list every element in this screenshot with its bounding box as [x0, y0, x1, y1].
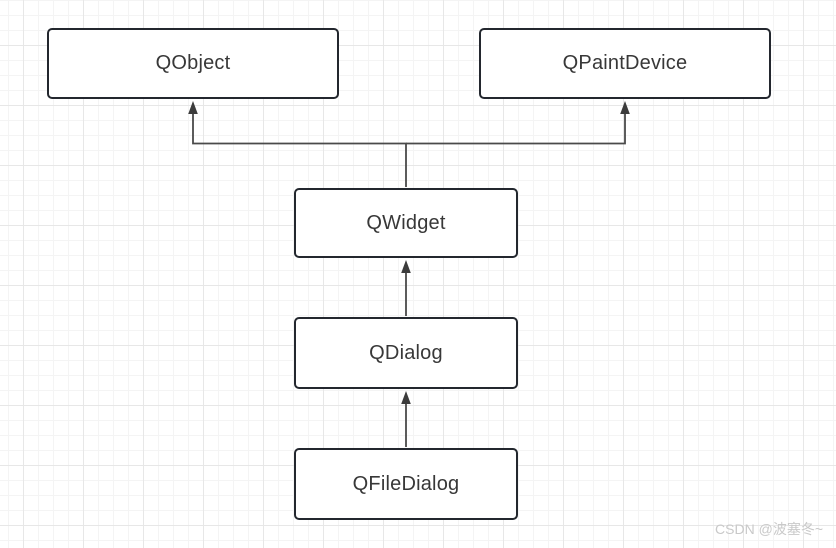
arrowhead-qobject [188, 101, 198, 114]
csdn-watermark: CSDN @波塞冬~ [715, 521, 823, 537]
node-qdialog-label: QDialog [369, 341, 443, 364]
edge-qwidget-to-qpaintdevice [406, 101, 630, 145]
node-qwidget: QWidget [294, 188, 518, 258]
node-qpaintdevice-label: QPaintDevice [562, 52, 688, 74]
arrowhead-qwidget [401, 260, 411, 273]
arrowhead-qpaintdevice [620, 101, 630, 114]
edge-qwidget-to-qobject [188, 101, 407, 187]
edge-qfiledialog-to-qdialog [401, 391, 411, 447]
node-qpaintdevice: QPaintDevice [479, 28, 771, 99]
node-qobject: QObject [47, 28, 339, 99]
node-qfiledialog: QFileDialog [294, 448, 518, 520]
node-qobject-label: QObject [155, 52, 231, 74]
node-qwidget-label: QWidget [366, 211, 446, 234]
node-qfiledialog-label: QFileDialog [352, 472, 460, 495]
arrowhead-qdialog [401, 391, 411, 404]
node-qdialog: QDialog [294, 317, 518, 389]
edge-qdialog-to-qwidget [401, 260, 411, 316]
